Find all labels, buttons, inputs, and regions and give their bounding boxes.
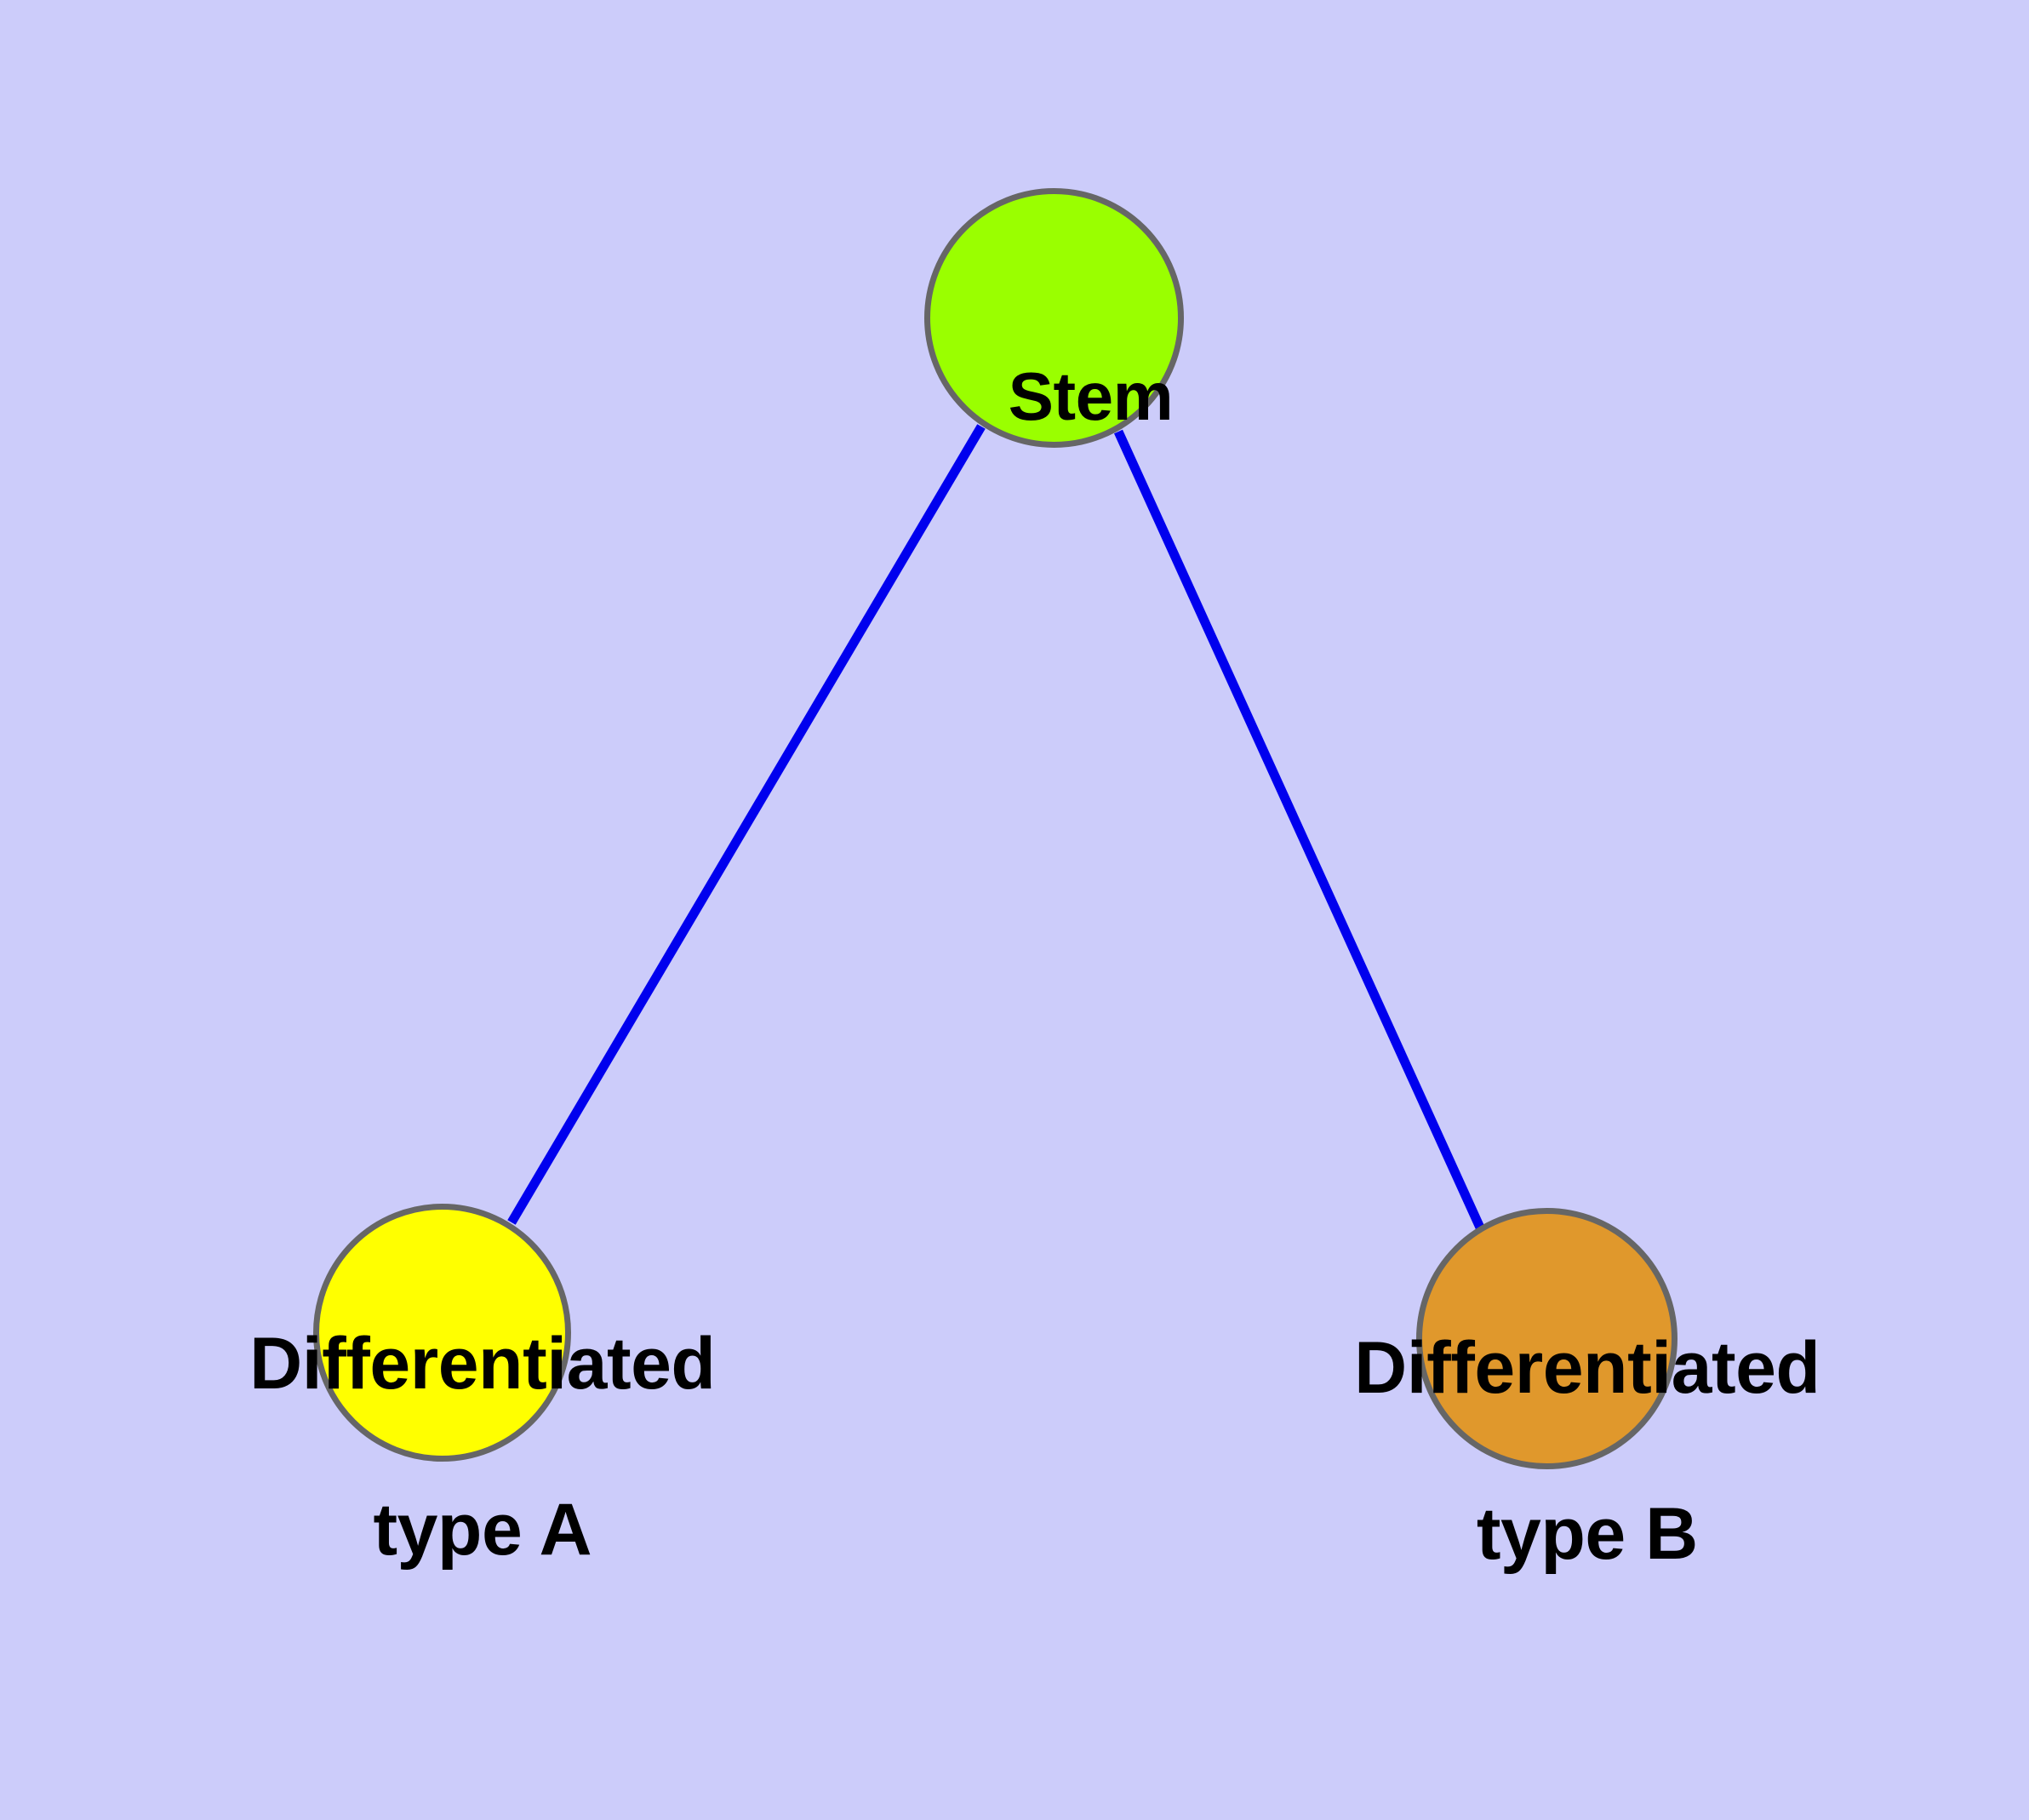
edge-stem-to-differentiated-type-b[interactable]: [1113, 429, 1485, 1230]
edge-stem-to-differentiated-type-a[interactable]: [507, 424, 986, 1225]
node-stem[interactable]: [924, 188, 1184, 448]
node-differentiated-type-b[interactable]: [1416, 1208, 1677, 1469]
node-differentiated-type-a[interactable]: [313, 1204, 571, 1462]
